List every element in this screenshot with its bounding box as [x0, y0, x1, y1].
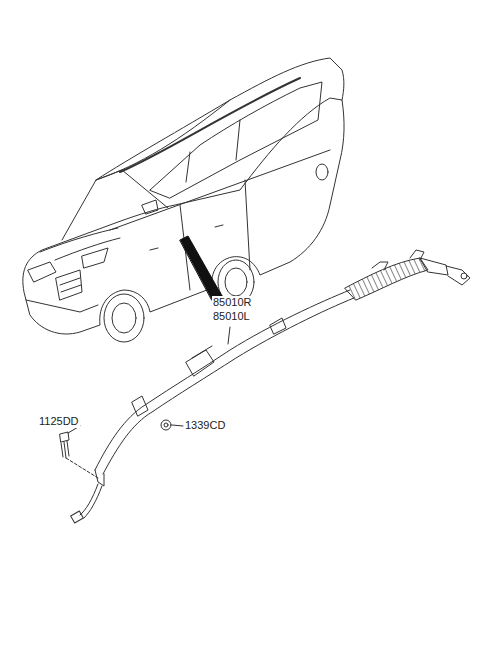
callout-number: 1339CD	[184, 419, 226, 432]
car-illustration	[23, 58, 344, 342]
pointer-band	[180, 236, 222, 300]
curtain-airbag	[60, 250, 470, 523]
callout-number: 85010R	[212, 296, 253, 309]
callout-number: 85010L	[212, 310, 251, 323]
callout-number: 1125DD	[38, 415, 80, 428]
